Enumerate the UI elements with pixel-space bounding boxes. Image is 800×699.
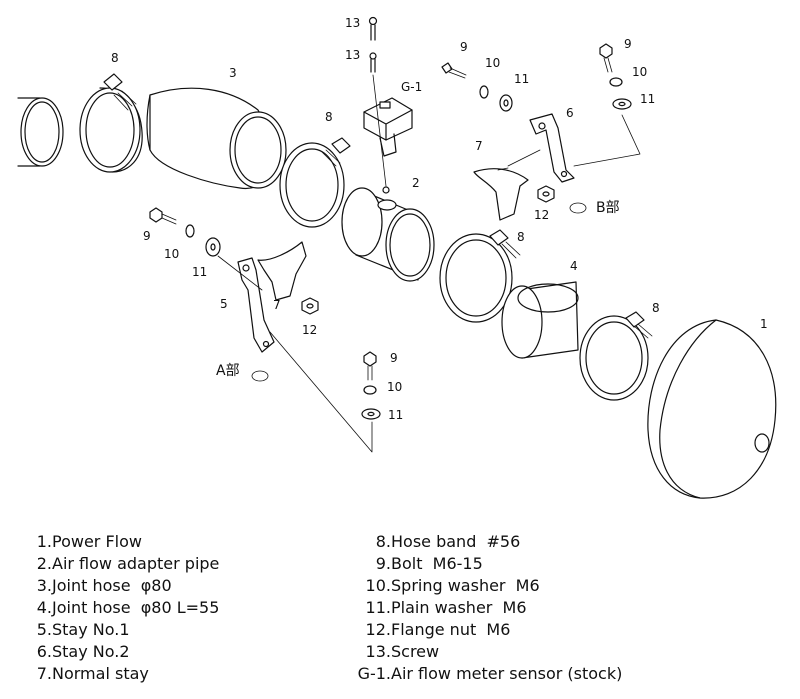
legend-num: 3.: [36, 576, 52, 595]
legend-text: Power Flow: [52, 532, 142, 551]
flange-nut-12-right: [537, 185, 555, 203]
legend-num: 13.: [365, 642, 391, 661]
callout-9-left: 9: [143, 229, 151, 243]
callout-11-right: 11: [640, 92, 655, 106]
callout-7-right: 7: [475, 139, 483, 153]
callout-g1: G-1: [401, 80, 422, 94]
legend-num: 12.: [365, 620, 391, 639]
exploded-parts-diagram: 13 13 G-1 8 3 8 2 9 10 11 6 7 12 9 10 11…: [17, 16, 777, 499]
legend-text: Joint hose φ80: [52, 576, 172, 595]
legend-item-1: 1. Power Flow: [30, 531, 219, 553]
callout-3: 3: [229, 66, 237, 80]
legend-item-10: 10. Spring washer M6: [352, 575, 622, 597]
callout-12-left: 12: [302, 323, 317, 337]
hardware-bottom-middle: [361, 351, 381, 420]
legend-item-8: 8. Hose band #56: [352, 531, 622, 553]
legend-num: 6.: [36, 642, 52, 661]
hardware-left-middle: [149, 207, 221, 257]
callout-10-bottom: 10: [387, 380, 402, 394]
callout-9-bottom: 9: [390, 351, 398, 365]
legend-num: 8.: [375, 532, 391, 551]
callout-2: 2: [412, 176, 420, 190]
legend-num: 5.: [36, 620, 52, 639]
callout-13-lower: 13: [345, 48, 360, 62]
stay-no1-5: [237, 257, 275, 353]
parts-legend-left: 1. Power Flow 2. Air flow adapter pipe 3…: [30, 531, 220, 685]
joint-hose-4: [501, 281, 579, 359]
legend-text: Normal stay: [52, 664, 149, 683]
hose-band-8-left: [79, 73, 143, 173]
legend-text: Air flow adapter pipe: [52, 554, 220, 573]
callout-11-bottom: 11: [388, 408, 403, 422]
legend-num: 11.: [365, 598, 391, 617]
flange-nut-12-left: [301, 297, 319, 315]
legend-num: 2.: [36, 554, 52, 573]
callout-8-right-mid: 8: [517, 230, 525, 244]
legend-num: G-1.: [357, 664, 391, 683]
legend-text: Stay No.1: [52, 620, 130, 639]
legend-item-7: 7. Normal stay: [30, 663, 219, 685]
legend-text: Joint hose φ80 L=55: [52, 598, 220, 617]
hose-band-8-mid: [279, 137, 351, 228]
legend-num: 9.: [375, 554, 391, 573]
legend-item-4: 4. Joint hose φ80 L=55: [30, 597, 220, 619]
legend-text: Hose band #56: [391, 532, 521, 551]
legend-item-6: 6. Stay No.2: [30, 641, 219, 663]
callout-9-top: 9: [460, 40, 468, 54]
callout-8-left: 8: [111, 51, 119, 65]
legend-text: Plain washer M6: [391, 598, 527, 617]
callout-5: 5: [220, 297, 228, 311]
power-flow-filter-1: [647, 319, 777, 499]
callout-6: 6: [566, 106, 574, 120]
intake-pipe: [17, 97, 64, 167]
legend-num: 7.: [36, 664, 52, 683]
legend-text: Flange nut M6: [391, 620, 511, 639]
legend-text: Screw: [391, 642, 440, 661]
callout-4: 4: [570, 259, 578, 273]
legend-item-13: 13. Screw: [352, 641, 622, 663]
air-flow-meter-sensor-g1: [363, 97, 413, 157]
legend-text: Bolt M6-15: [391, 554, 483, 573]
callout-labels: 13 13 G-1 8 3 8 2 9 10 11 6 7 12 9 10 11…: [111, 16, 768, 422]
detail-a-label: A部: [216, 363, 240, 379]
legend-item-3: 3. Joint hose φ80: [30, 575, 219, 597]
legend-item-9: 9. Bolt M6-15: [352, 553, 622, 575]
callout-8-lower: 8: [652, 301, 660, 315]
legend-item-2: 2. Air flow adapter pipe: [30, 553, 220, 575]
legend-text: Air flow meter sensor (stock): [391, 664, 623, 683]
normal-stay-7-left: [257, 241, 307, 301]
hose-band-8-right-mid: [439, 229, 521, 323]
callout-11-left: 11: [192, 265, 207, 279]
detail-b-label: B部: [596, 200, 620, 216]
screws-13: [368, 16, 378, 73]
callout-10-left: 10: [164, 247, 179, 261]
legend-num: 4.: [36, 598, 52, 617]
stay-no2-6: [529, 113, 575, 183]
legend-text: Spring washer M6: [391, 576, 540, 595]
normal-stay-7-right: [473, 167, 529, 221]
callout-8-mid: 8: [325, 110, 333, 124]
legend-item-g1: G-1. Air flow meter sensor (stock): [352, 663, 623, 685]
legend-item-12: 12. Flange nut M6: [352, 619, 622, 641]
callout-11-top: 11: [514, 72, 529, 86]
callout-13-upper: 13: [345, 16, 360, 30]
callout-7-left: 7: [273, 298, 281, 312]
legend-num: 1.: [36, 532, 52, 551]
callout-10-right: 10: [632, 65, 647, 79]
callout-1: 1: [760, 317, 768, 331]
legend-item-5: 5. Stay No.1: [30, 619, 219, 641]
legend-item-11: 11. Plain washer M6: [352, 597, 622, 619]
hardware-top-middle: [441, 62, 513, 112]
callout-9-right: 9: [624, 37, 632, 51]
hose-band-8-lower: [579, 311, 653, 401]
legend-num: 10.: [365, 576, 391, 595]
callout-10-top: 10: [485, 56, 500, 70]
legend-text: Stay No.2: [52, 642, 130, 661]
parts-legend-right: 8. Hose band #56 9. Bolt M6-15 10. Sprin…: [352, 531, 623, 685]
joint-hose-3: [146, 87, 287, 190]
callout-12-right: 12: [534, 208, 549, 222]
hardware-top-right: [599, 43, 632, 110]
air-flow-adapter-pipe-2: [341, 186, 435, 282]
